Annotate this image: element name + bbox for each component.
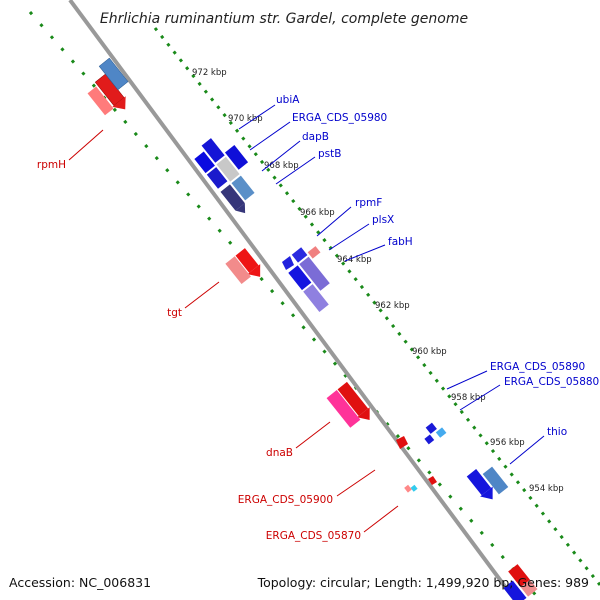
label-fabH[interactable]: fabH [388,236,413,248]
label-ERGA_CDS_05880[interactable]: ERGA_CDS_05880 [504,376,599,388]
inner-tick-track [28,11,542,600]
label-dapB[interactable]: dapB [302,131,329,143]
feature-small-blue-1 [282,256,294,270]
feature-bottom-corner [503,564,538,600]
feature-tgt [225,248,261,285]
tick-960: 960 kbp [412,347,447,357]
feature-ERGA_CDS_05870 [404,484,418,493]
tick-956: 956 kbp [490,438,525,448]
tick-964: 964 kbp [337,255,372,265]
label-rpmF[interactable]: rpmF [355,197,382,209]
label-ERGA_CDS_05890[interactable]: ERGA_CDS_05890 [490,361,585,373]
reverse-leader-lines [68,129,399,533]
label-ERGA_CDS_05980[interactable]: ERGA_CDS_05980 [292,112,387,124]
label-ubiA[interactable]: ubiA [276,94,300,106]
tick-966: 966 kbp [300,208,335,218]
feature-ERGA_CDS_05890 [424,422,447,445]
forward-leader-lines [238,104,545,465]
feature-rpmF-cluster [288,246,330,313]
tick-962: 962 kbp [375,301,410,311]
label-rpmH[interactable]: rpmH [37,159,66,171]
tick-972: 972 kbp [192,68,227,78]
genome-backbone [68,0,517,600]
label-tgt[interactable]: tgt [167,307,182,319]
label-plsX[interactable]: plsX [372,214,394,226]
topology-summary: Topology: circular; Length: 1,499,920 bp… [257,575,589,590]
label-ERGA_CDS_05870[interactable]: ERGA_CDS_05870 [266,530,361,542]
feature-rpmH [87,57,129,116]
feature-small-red-1 [396,436,408,449]
label-dnaB[interactable]: dnaB [266,447,293,459]
feature-dnaB [326,381,370,428]
tick-970: 970 kbp [228,114,263,124]
feature-thio [466,466,509,500]
feature-ubiA-cluster [194,138,255,214]
tick-968: 968 kbp [264,161,299,171]
label-pstB[interactable]: pstB [318,148,341,160]
tick-958: 958 kbp [451,393,486,403]
accession-text: Accession: NC_006831 [9,575,151,590]
feature-ERGA_CDS_05900 [428,476,437,485]
tick-954: 954 kbp [529,484,564,494]
map-title: Ehrlichia ruminantium str. Gardel, compl… [100,11,468,27]
label-ERGA_CDS_05900[interactable]: ERGA_CDS_05900 [238,494,333,506]
label-thio[interactable]: thio [547,426,567,438]
